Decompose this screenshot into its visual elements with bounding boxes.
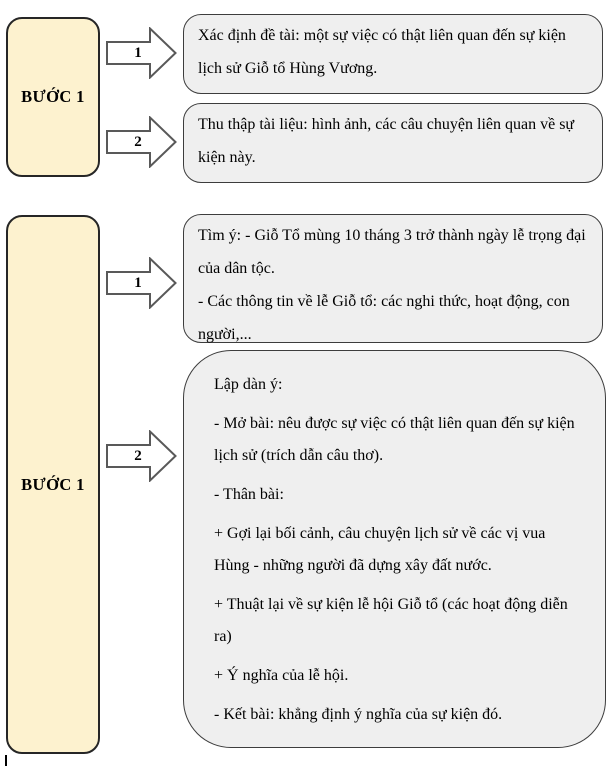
arrow-number: 1 bbox=[134, 274, 142, 291]
block-arrow-4: 2 bbox=[106, 430, 177, 482]
right-arrow-icon bbox=[106, 430, 177, 482]
step-label: BƯỚC 1 bbox=[21, 474, 85, 494]
outline-body-point-1: + Gợi lại bối cảnh, câu chuyện lịch sử v… bbox=[214, 525, 546, 574]
block-arrow-3: 1 bbox=[106, 257, 177, 309]
outline-open: - Mở bài: nêu được sự việc có thật liên … bbox=[214, 415, 575, 464]
outline-body-point-3: + Ý nghĩa của lễ hội. bbox=[214, 667, 349, 684]
step-label: BƯỚC 1 bbox=[21, 87, 85, 106]
arrow-number: 2 bbox=[134, 133, 142, 150]
content-text: Tìm ý: - Giỗ Tổ mùng 10 tháng 3 trở thàn… bbox=[198, 227, 586, 277]
block-arrow-2: 2 bbox=[106, 116, 177, 168]
outline-title: Lập dàn ý: bbox=[214, 376, 283, 393]
text-cursor bbox=[5, 755, 7, 766]
right-arrow-icon bbox=[106, 257, 177, 309]
content-text: Xác định đề tài: một sự việc có thật liê… bbox=[198, 27, 566, 77]
content-text: Thu thập tài liệu: hình ảnh, các câu chu… bbox=[198, 116, 575, 166]
outline-close: - Kết bài: khẳng định ý nghĩa của sự kiệ… bbox=[214, 706, 503, 723]
step-box-1: BƯỚC 1 bbox=[6, 17, 100, 177]
arrow-number: 2 bbox=[134, 447, 142, 464]
content-box-define-topic: Xác định đề tài: một sự việc có thật liê… bbox=[183, 14, 603, 94]
block-arrow-1: 1 bbox=[106, 27, 177, 79]
content-box-find-ideas: Tìm ý: - Giỗ Tổ mùng 10 tháng 3 trở thàn… bbox=[183, 214, 603, 343]
content-box-collect-materials: Thu thập tài liệu: hình ảnh, các câu chu… bbox=[183, 103, 603, 183]
arrow-number: 1 bbox=[134, 44, 142, 61]
outline-body-point-2: + Thuật lại về sự kiện lễ hội Giỗ tổ (cá… bbox=[214, 596, 568, 645]
right-arrow-icon bbox=[106, 116, 177, 168]
step-box-2: BƯỚC 1 bbox=[6, 215, 100, 754]
content-box-outline: Lập dàn ý: - Mở bài: nêu được sự việc có… bbox=[183, 350, 606, 748]
right-arrow-icon bbox=[106, 27, 177, 79]
content-text: - Các thông tin về lễ Giỗ tổ: các nghi t… bbox=[198, 293, 570, 343]
outline-body: - Thân bài: bbox=[214, 486, 284, 503]
